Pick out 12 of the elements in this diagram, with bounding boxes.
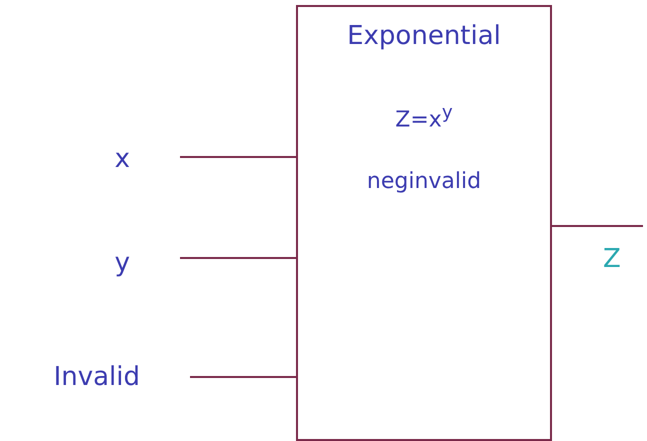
pin-line — [190, 376, 296, 378]
pin-line — [552, 225, 643, 227]
pin-line — [180, 156, 296, 158]
function-block — [296, 5, 552, 441]
pin-label: Z — [603, 226, 643, 278]
block-title: Exponential — [347, 21, 501, 51]
pin-label: x — [100, 146, 130, 174]
formula-text: Z=x$^{y}$ — [395, 102, 453, 132]
pin-line — [180, 257, 296, 259]
pin-label: Invalid — [12, 364, 140, 392]
pin-label: y — [100, 250, 130, 280]
parameter-text: neginvalid — [366, 169, 482, 194]
